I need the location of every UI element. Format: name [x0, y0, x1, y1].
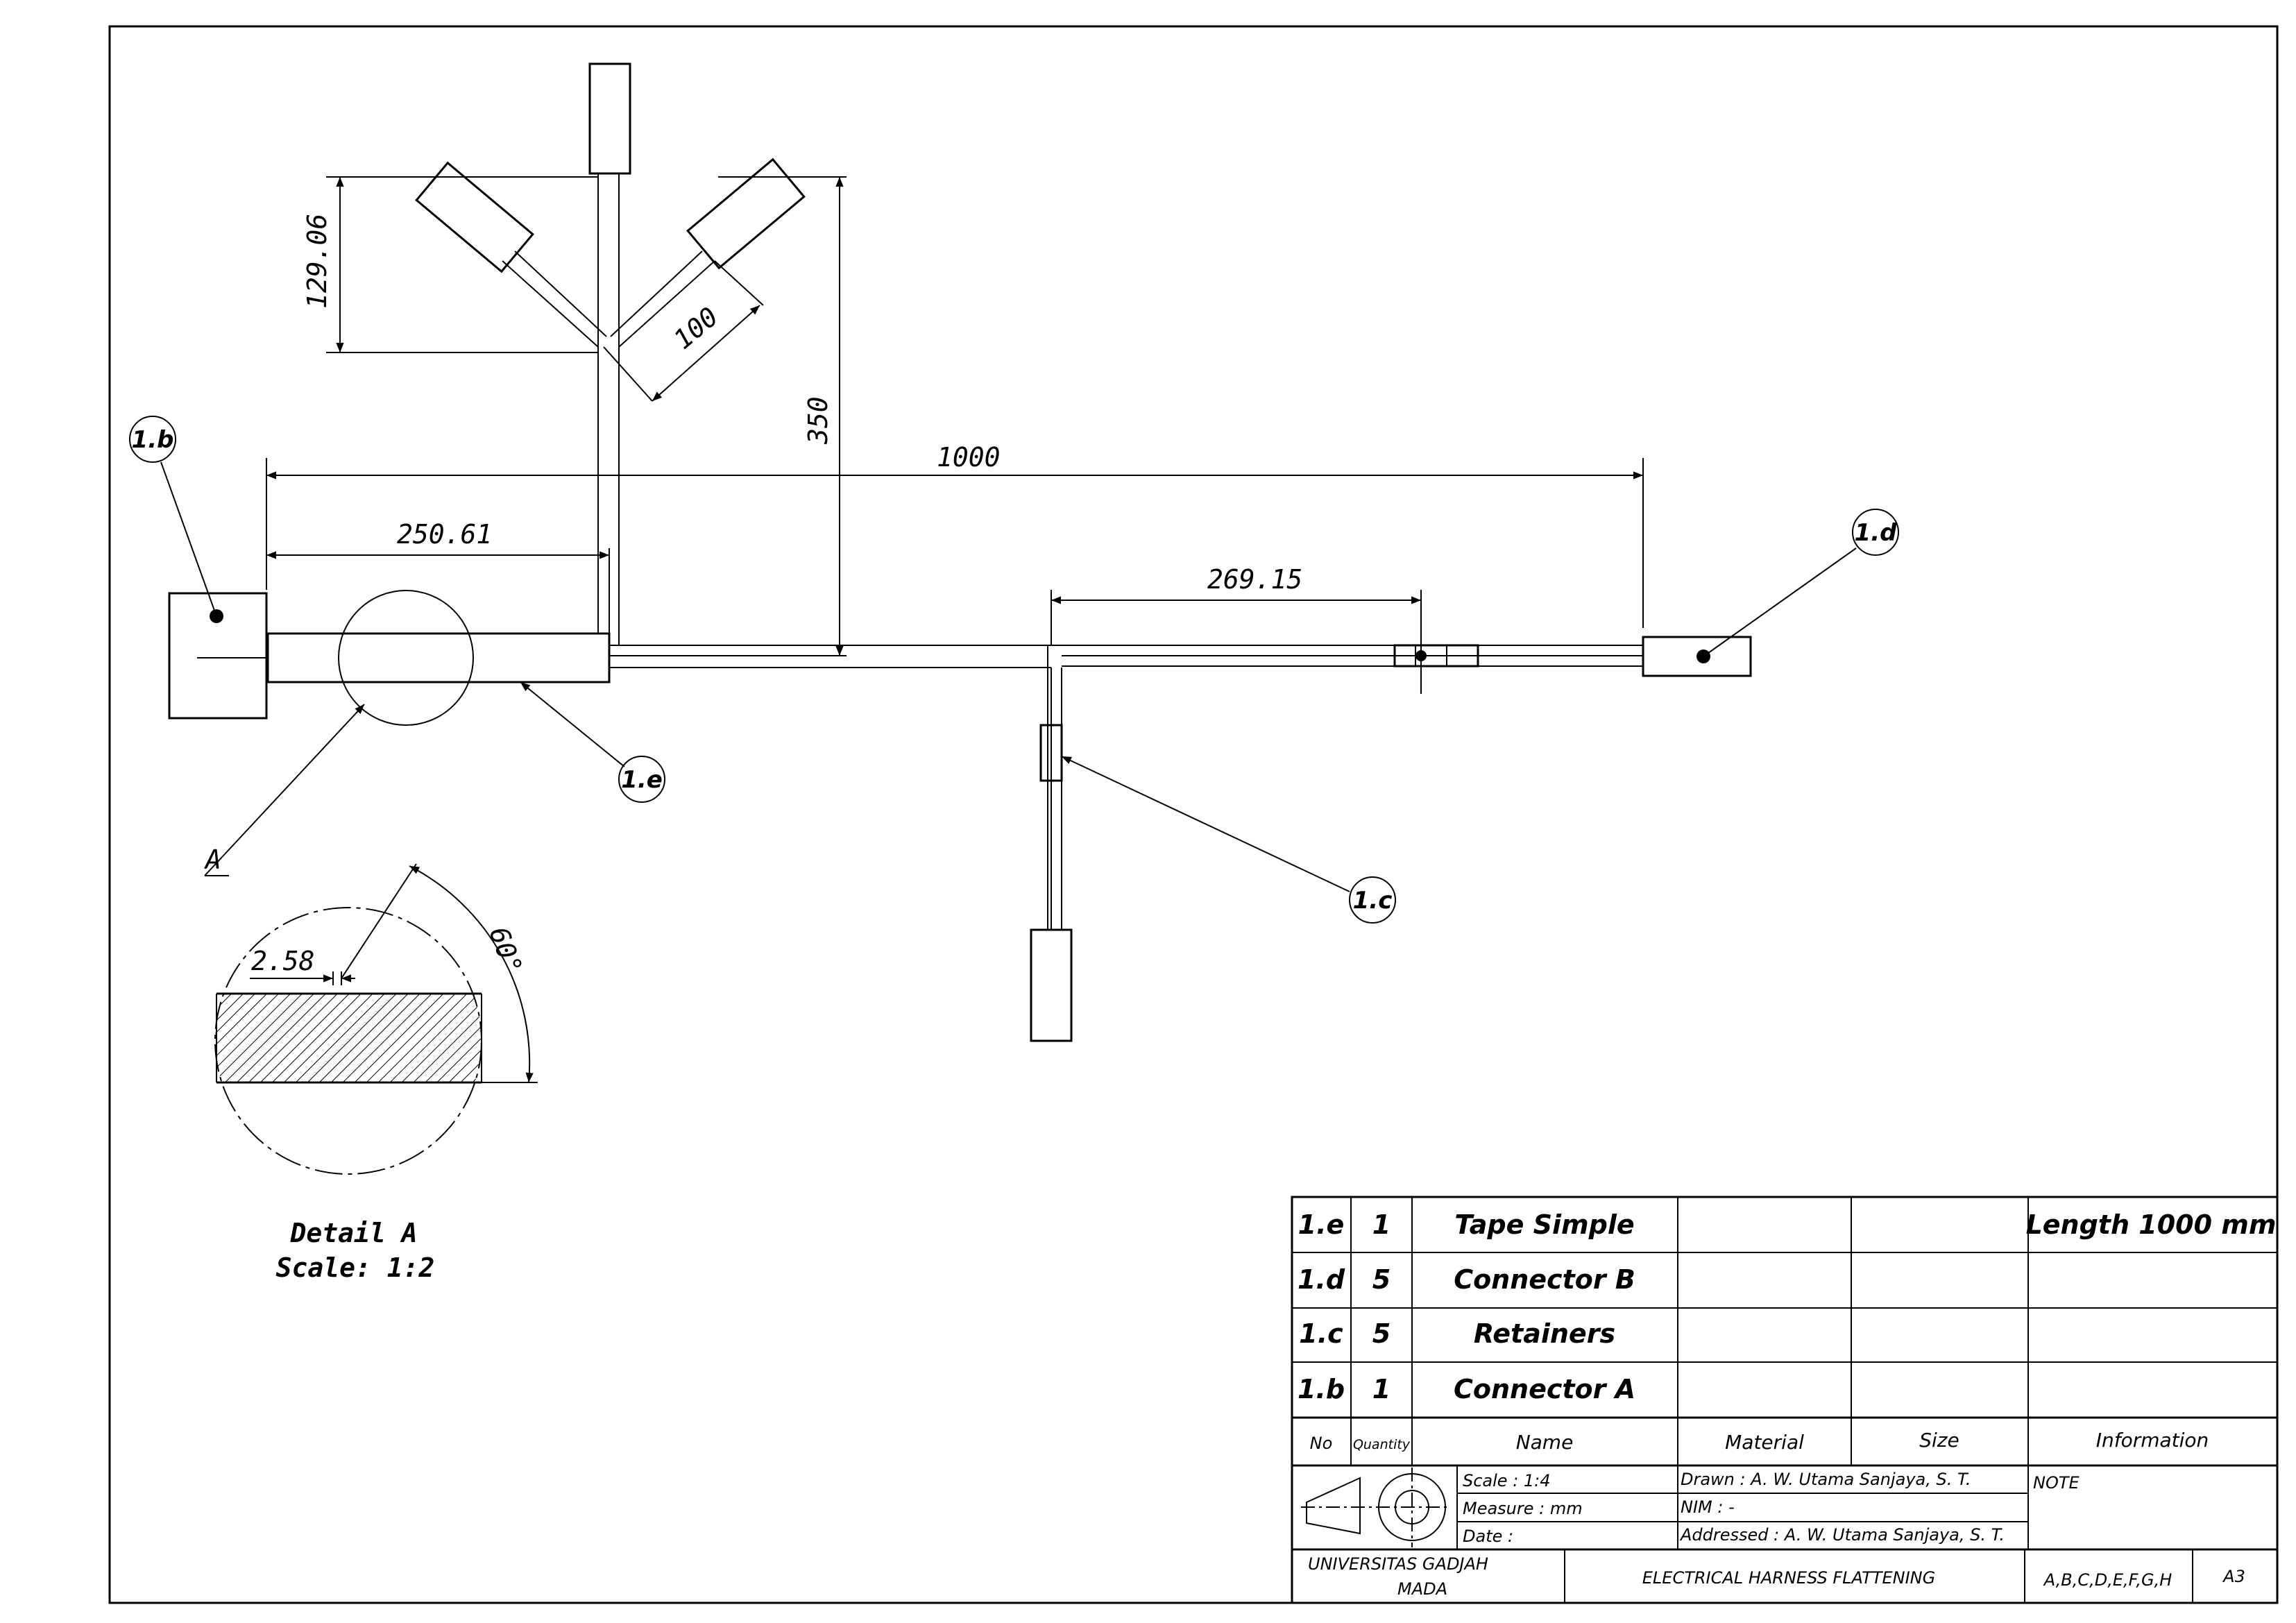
balloon-1e: [618, 756, 665, 803]
table-row: 1.e 1 Tape Simple Length 1000 mm: [1298, 1209, 2277, 1240]
tb-drawn: Drawn : A. W. Utama Sanjaya, S. T.: [1681, 1470, 1971, 1489]
tb-sheet-size: A3: [2222, 1567, 2245, 1586]
dim-100: 100: [668, 301, 724, 355]
header-size: Size: [1919, 1429, 1959, 1452]
projection-symbol: [1301, 1468, 1450, 1547]
drawing-frame: [108, 25, 2279, 1604]
retainer-vertical: [1039, 724, 1063, 782]
balloon-1b: [129, 416, 176, 463]
connector-b: [1642, 636, 1752, 677]
parts-cell-no: 1.e: [1298, 1209, 1345, 1240]
header-material: Material: [1725, 1431, 1804, 1454]
balloon-1d: [1852, 509, 1899, 556]
connector-a: [168, 592, 268, 720]
parts-cell-name: Connector B: [1454, 1264, 1635, 1295]
harness: [168, 62, 1752, 1042]
dim-269: 269.15: [1207, 564, 1302, 595]
parts-list-table: [1291, 1196, 2279, 1604]
detail-scale: Scale: 1:2: [276, 1252, 435, 1283]
balloon-1b-label: 1.b: [132, 426, 174, 454]
detail-title: Detail A: [289, 1218, 417, 1248]
left-connector: [415, 161, 534, 273]
tb-scale: Scale : 1:4: [1463, 1471, 1551, 1490]
tb-date: Date :: [1463, 1527, 1513, 1546]
title-block: Scale : 1:4 Measure : mm Date : Drawn : …: [1308, 1470, 2245, 1599]
header-no: No: [1310, 1434, 1333, 1453]
parts-cell-name: Retainers: [1474, 1318, 1615, 1349]
parts-cell-name: Connector A: [1454, 1374, 1635, 1404]
main-trunk: [609, 645, 1048, 668]
balloons: 1.b 1.e 1.c 1.d A: [129, 416, 1899, 924]
top-connector: [588, 62, 631, 175]
bottom-connector: [1030, 928, 1073, 1042]
tb-university-2: MADA: [1397, 1579, 1447, 1599]
right-connector: [686, 158, 806, 270]
header-info: Information: [2096, 1429, 2209, 1452]
tb-addressed: Addressed : A. W. Utama Sanjaya, S. T.: [1679, 1525, 2005, 1545]
parts-cell-info: Length 1000 mm: [2026, 1209, 2277, 1240]
balloon-1d-label: 1.d: [1855, 519, 1898, 547]
balloon-1c-label: 1.c: [1353, 887, 1393, 915]
tb-nim: NIM : -: [1681, 1497, 1735, 1517]
detail-a-circle: [338, 590, 474, 726]
right-trunk: [1048, 645, 1643, 668]
tape-section: [266, 632, 611, 683]
tb-revisions: A,B,C,D,E,F,G,H: [2043, 1570, 2172, 1590]
dim-1000: 1000: [937, 442, 1001, 473]
tb-note: NOTE: [2033, 1473, 2080, 1493]
parts-cell-name: Tape Simple: [1454, 1209, 1634, 1240]
detail-a-view: 2.58 60° Detail A Scale: 1:2: [214, 863, 538, 1283]
table-row: 1.c 5 Retainers: [1299, 1318, 1615, 1349]
table-row: 1.b 1 Connector A: [1298, 1374, 1635, 1404]
dim-129: 129.06: [302, 214, 332, 309]
dimensions: 129.06 100 350 1000 250.61 269.15: [266, 176, 1644, 656]
parts-cell-no: 1.b: [1298, 1374, 1345, 1404]
header-name: Name: [1516, 1431, 1574, 1454]
parts-cell-qty: 5: [1372, 1264, 1391, 1295]
parts-cell-no: 1.d: [1298, 1264, 1345, 1295]
parts-cell-qty: 1: [1372, 1374, 1391, 1404]
y-branches: [415, 62, 806, 348]
table-header: No Quantity Name Material Size Informati…: [1310, 1429, 2209, 1454]
balloon-1e-label: 1.e: [621, 766, 663, 794]
table-row: 1.d 5 Connector B: [1298, 1264, 1635, 1295]
dim-350: 350: [803, 396, 833, 445]
tb-drawing-title: ELECTRICAL HARNESS FLATTENING: [1642, 1568, 1935, 1588]
header-qty: Quantity: [1353, 1437, 1411, 1452]
retainer-horizontal: [1393, 644, 1479, 668]
parts-cell-qty: 5: [1372, 1318, 1391, 1349]
parts-cell-no: 1.c: [1299, 1318, 1343, 1349]
dim-60-deg: 60°: [484, 923, 529, 978]
detail-ref-letter: A: [204, 844, 221, 875]
balloon-1c: [1349, 876, 1396, 924]
dim-250: 250.61: [397, 519, 492, 550]
tb-university-1: UNIVERSITAS GADJAH: [1308, 1554, 1488, 1574]
parts-cell-qty: 1: [1372, 1209, 1391, 1240]
tb-measure: Measure : mm: [1463, 1499, 1583, 1518]
upper-branch: [597, 347, 620, 645]
dim-2-58: 2.58: [251, 946, 315, 976]
